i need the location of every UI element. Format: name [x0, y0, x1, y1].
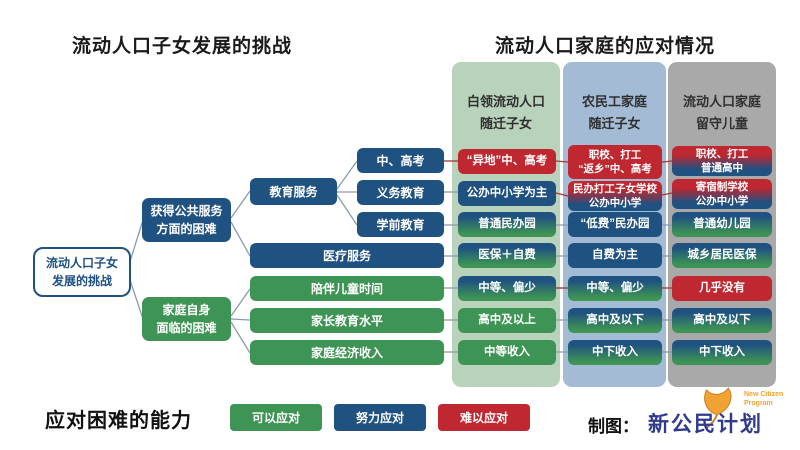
tree-node-family-difficulties: 家庭自身 面临的困难 [142, 297, 231, 341]
cell-col1-medical: 医保＋自费 [458, 243, 556, 268]
legend-chip-strive-to-cope: 努力应对 [334, 404, 426, 431]
column-header-white-collar: 白领流动人口 随迁子女 [466, 93, 545, 131]
column-header-left-behind: 流动人口家庭 留守儿童 [682, 93, 761, 131]
cell-col2-parent-edu: 高中及以下 [568, 308, 662, 333]
tree-node-public-services: 获得公共服务 方面的困难 [142, 198, 231, 242]
cell-col1-income: 中等收入 [458, 340, 556, 365]
tree-node-education-services: 教育服务 [250, 178, 337, 205]
right-title: 流动人口家庭的应对情况 [495, 36, 716, 57]
legend-chip-hard-to-cope: 难以应对 [438, 404, 530, 431]
cell-col1-compulsory: 公办中小学为主 [458, 181, 556, 206]
cell-col2-compulsory: 民办打工子女学校 公办中小学 [568, 181, 662, 211]
legend-chip-can-cope: 可以应对 [230, 404, 322, 431]
logo-subtext: New Citizen Program [744, 391, 784, 408]
tree-root-node: 流动人口子女 发展的挑战 [33, 247, 131, 297]
cell-col3-preschool: 普通幼儿园 [672, 212, 772, 237]
cell-col3-medical: 城乡居民医保 [672, 243, 772, 268]
tree-node-compulsory-education: 义务教育 [357, 180, 444, 205]
cell-col1-exams: “异地”中、高考 [458, 149, 556, 174]
cell-col2-exams: 职校、打工 “返乡”中、高考 [568, 145, 662, 179]
cell-col1-companion: 中等、偏少 [458, 276, 556, 301]
cell-col3-income: 中下收入 [672, 340, 772, 365]
tree-node-parent-education: 家长教育水平 [250, 308, 444, 333]
cell-col1-preschool: 普通民办园 [458, 212, 556, 237]
cell-col3-companion: 几乎没有 [672, 276, 772, 301]
left-title: 流动人口子女发展的挑战 [72, 36, 293, 57]
cell-col2-income: 中下收入 [568, 340, 662, 365]
cell-col2-preschool: “低费”民办园 [568, 212, 662, 237]
credit-label: 制图： [588, 417, 639, 436]
tree-node-companion-time: 陪伴儿童时间 [250, 276, 444, 301]
cell-col3-compulsory: 寄宿制学校 公办中小学 [672, 179, 772, 209]
cell-col3-exams: 职校、打工 普通高中 [672, 146, 772, 176]
tree-node-exams: 中、高考 [357, 148, 444, 173]
cell-col3-parent-edu: 高中及以下 [672, 308, 772, 333]
cell-col2-medical: 自费为主 [568, 243, 662, 268]
legend-title: 应对困难的能力 [45, 410, 192, 432]
cell-col2-companion: 中等、偏少 [568, 276, 662, 301]
tree-node-family-income: 家庭经济收入 [250, 340, 444, 365]
tree-node-medical-services: 医疗服务 [250, 243, 444, 268]
logo-text: 新公民计划 [648, 413, 763, 436]
ginkgo-leaf-icon [704, 387, 732, 429]
tree-node-preschool-education: 学前教育 [357, 212, 444, 237]
column-header-migrant-worker: 农民工家庭 随迁子女 [581, 93, 647, 131]
cell-col1-parent-edu: 高中及以上 [458, 308, 556, 333]
new-citizen-program-logo: New Citizen Program 新公民计划 [648, 386, 793, 444]
